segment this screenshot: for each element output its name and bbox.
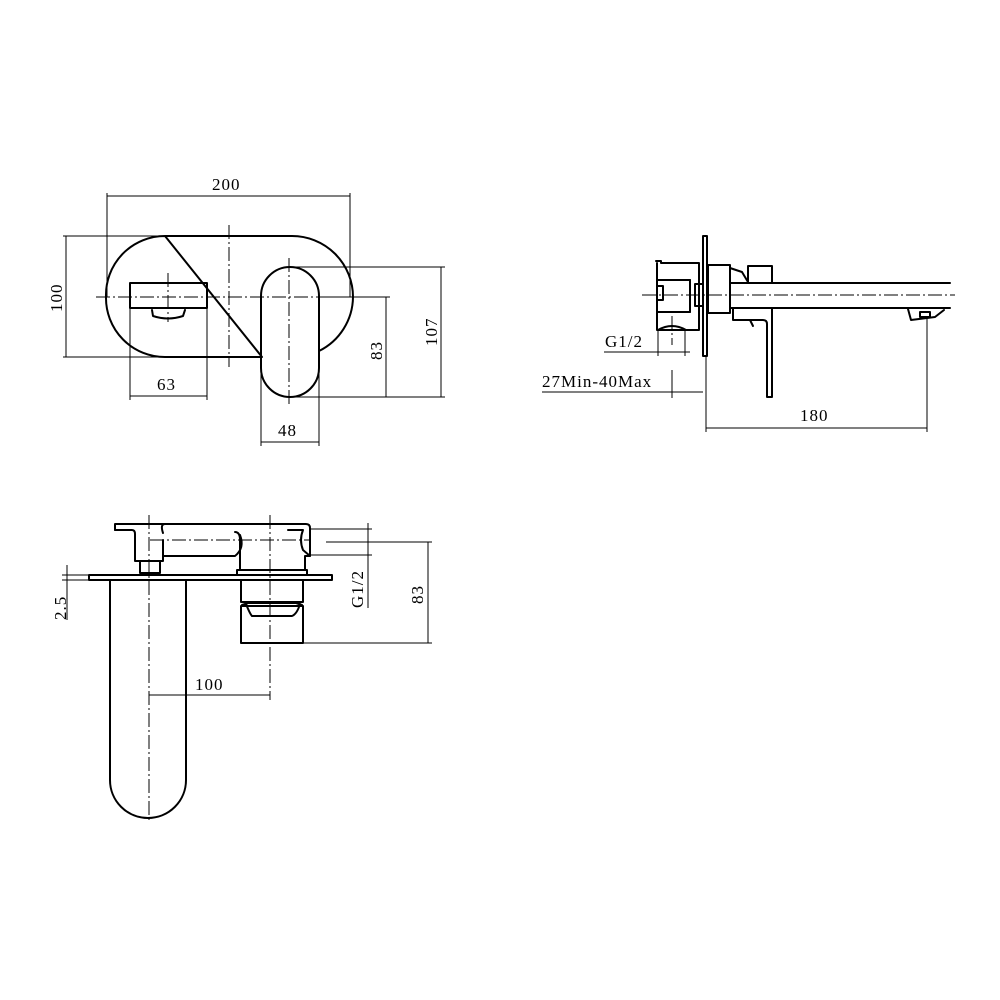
lever-handle [260,266,320,398]
dim-center-distance: 100 [195,675,224,694]
dim-thread-top: G1/2 [348,570,367,608]
side-view: G1/2 27Min-40Max 180 [542,235,955,432]
aerator-side [907,308,945,321]
dim-spout-width: 63 [157,375,176,394]
spout-top [109,579,187,819]
dim-spout-projection: 180 [800,406,829,425]
lever-top [114,523,311,571]
dim-overall-width: 200 [212,175,241,194]
front-view: 200 100 63 48 83 107 [47,175,445,446]
dim-lever-center-to-bottom: 83 [367,341,386,360]
dim-wall-depth: 27Min-40Max [542,372,652,391]
dim-plate-thickness: 2.5 [51,596,70,620]
lever-side [732,307,773,398]
wall-plate-top [88,574,333,581]
dim-thread-side: G1/2 [605,332,643,351]
top-view: 2.5 G1/2 83 100 [51,515,432,822]
dim-plate-height: 100 [47,284,66,313]
dim-body-depth: 83 [408,585,427,604]
dim-lever-width: 48 [278,421,297,440]
dim-lever-height: 107 [422,318,441,347]
concealed-body-top [240,605,304,644]
